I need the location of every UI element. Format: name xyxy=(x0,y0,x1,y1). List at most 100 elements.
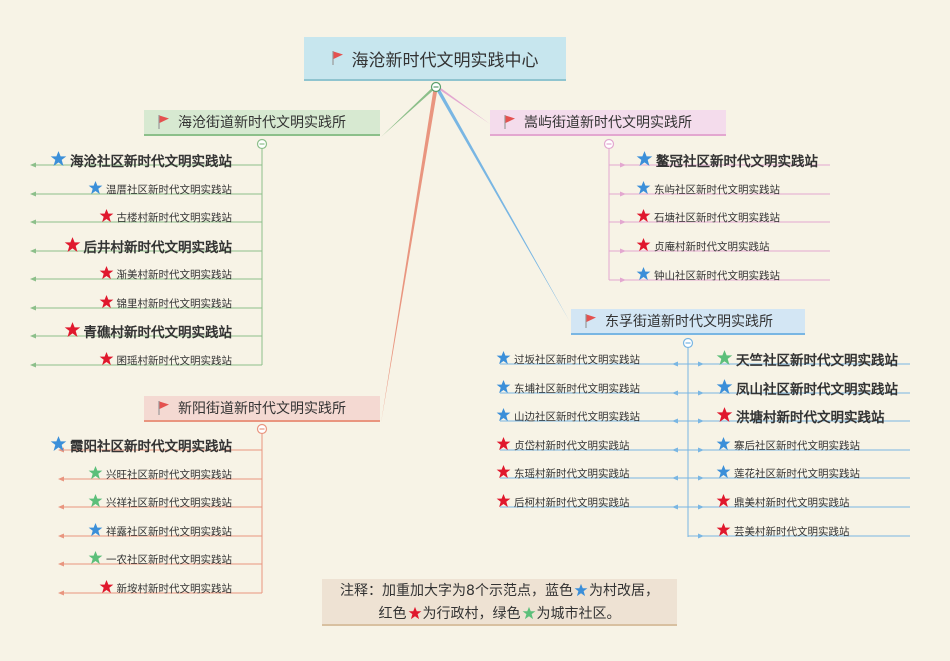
station-label: 兴祥社区新时代文明实践站 xyxy=(106,496,232,509)
station-item[interactable]: 凤山社区新时代文明实践站 xyxy=(716,378,898,398)
arrow-head xyxy=(698,447,704,453)
station-label: 山边社区新时代文明实践站 xyxy=(514,410,640,423)
branch-songyu[interactable]: 嵩屿街道新时代文明实践所 xyxy=(490,110,726,136)
station-item[interactable]: 一农社区新时代文明实践站 xyxy=(88,550,232,567)
blue-star-icon xyxy=(88,522,103,540)
red-star-icon xyxy=(64,321,81,342)
arrow-head xyxy=(698,361,704,367)
station-item[interactable]: 钟山社区新时代文明实践站 xyxy=(636,266,780,284)
station-item[interactable]: 海沧社区新时代文明实践站 xyxy=(50,150,232,170)
station-item[interactable]: 兴旺社区新时代文明实践站 xyxy=(88,465,232,482)
green-star-icon xyxy=(88,493,103,511)
branch-dongfu[interactable]: 东孚街道新时代文明实践所 xyxy=(571,309,805,335)
red-flag-icon xyxy=(158,115,170,129)
red-star-icon xyxy=(99,208,114,226)
green-star-icon xyxy=(522,606,536,627)
blue-star-icon xyxy=(716,464,731,482)
red-star-icon xyxy=(636,208,651,226)
station-label: 东屿社区新时代文明实践站 xyxy=(654,183,780,196)
green-star-icon xyxy=(716,349,733,370)
branch-xinyang[interactable]: 新阳街道新时代文明实践所 xyxy=(144,396,380,422)
blue-star-icon xyxy=(636,266,651,284)
collapse-minus-icon[interactable] xyxy=(256,138,268,150)
station-label: 莲花社区新时代文明实践站 xyxy=(734,467,860,480)
station-label: 海沧社区新时代文明实践站 xyxy=(70,154,232,170)
station-label: 一农社区新时代文明实践站 xyxy=(106,553,232,566)
station-label: 贞岱村新时代文明实践站 xyxy=(514,439,630,452)
arrow-head xyxy=(698,390,704,396)
arrow-head xyxy=(672,361,678,367)
station-item[interactable]: 东瑶村新时代文明实践站 xyxy=(496,464,630,482)
red-star-icon xyxy=(496,464,511,482)
collapse-minus-icon[interactable] xyxy=(430,81,442,93)
station-item[interactable]: 兴祥社区新时代文明实践站 xyxy=(88,493,232,511)
station-item[interactable]: 鼎美村新时代文明实践站 xyxy=(716,493,850,511)
station-item[interactable]: 渐美村新时代文明实践站 xyxy=(99,265,233,282)
branch-haicang[interactable]: 海沧街道新时代文明实践所 xyxy=(144,110,380,136)
station-item[interactable]: 过坂社区新时代文明实践站 xyxy=(496,350,640,367)
station-item[interactable]: 祥露社区新时代文明实践站 xyxy=(88,522,232,540)
station-item[interactable]: 鳌冠社区新时代文明实践站 xyxy=(636,150,818,170)
legend-note: 注释：加重加大字为8个示范点，蓝色为村改居，红色为行政村，绿色为城市社区。 xyxy=(322,579,677,626)
red-star-icon xyxy=(716,493,731,511)
station-item[interactable]: 霞阳社区新时代文明实践站 xyxy=(50,435,232,455)
branch-title: 东孚街道新时代文明实践所 xyxy=(605,314,773,330)
arrow-head xyxy=(672,475,678,481)
station-item[interactable]: 新垵村新时代文明实践站 xyxy=(99,579,232,596)
collapse-minus-icon[interactable] xyxy=(603,138,615,150)
arrow-head xyxy=(58,590,64,596)
blue-star-icon xyxy=(88,180,103,198)
red-star-icon xyxy=(64,236,81,257)
arrow-head xyxy=(30,248,36,254)
arrow-head xyxy=(30,305,36,311)
station-item[interactable]: 山边社区新时代文明实践站 xyxy=(496,407,640,424)
station-item[interactable]: 温厝社区新时代文明实践站 xyxy=(88,180,232,198)
station-item[interactable]: 东屿社区新时代文明实践站 xyxy=(636,180,780,197)
arrow-head xyxy=(58,504,64,510)
station-item[interactable]: 贞庵村新时代文明实践站 xyxy=(636,237,770,254)
note-text-2: 为村改居，红色 xyxy=(378,583,659,622)
arrow-head xyxy=(58,533,64,539)
station-item[interactable]: 锦里村新时代文明实践站 xyxy=(99,294,233,311)
station-label: 石塘社区新时代文明实践站 xyxy=(654,211,780,224)
station-item[interactable]: 洪塘村新时代文明实践站 xyxy=(716,406,885,426)
red-star-icon xyxy=(496,493,511,511)
station-item[interactable]: 后井村新时代文明实践站 xyxy=(64,236,232,257)
arrow-head xyxy=(30,219,36,225)
branch-title: 海沧街道新时代文明实践所 xyxy=(178,115,346,131)
red-star-icon xyxy=(716,406,733,427)
station-item[interactable]: 囷瑶村新时代文明实践站 xyxy=(99,351,232,368)
station-label: 芸美村新时代文明实践站 xyxy=(734,525,850,538)
arrow-head xyxy=(30,162,36,168)
station-item[interactable]: 天竺社区新时代文明实践站 xyxy=(716,349,898,369)
station-item[interactable]: 莲花社区新时代文明实践站 xyxy=(716,464,860,482)
station-item[interactable]: 古楼村新时代文明实践站 xyxy=(99,208,233,226)
station-label: 锦里村新时代文明实践站 xyxy=(116,297,233,310)
station-item[interactable]: 青礁村新时代文明实践站 xyxy=(64,321,233,342)
station-item[interactable]: 后柯村新时代文明实践站 xyxy=(496,493,630,511)
blue-star-icon xyxy=(50,150,67,171)
collapse-minus-icon[interactable] xyxy=(682,337,694,349)
station-item[interactable]: 东埔社区新时代文明实践站 xyxy=(496,379,640,397)
branch-connector xyxy=(434,86,570,322)
arrow-head xyxy=(30,333,36,339)
station-label: 渐美村新时代文明实践站 xyxy=(116,268,233,281)
collapse-minus-icon[interactable] xyxy=(256,423,268,435)
station-label: 古楼村新时代文明实践站 xyxy=(116,211,233,224)
red-flag-icon xyxy=(585,314,597,328)
station-item[interactable]: 石塘社区新时代文明实践站 xyxy=(636,208,780,226)
station-label: 青礁村新时代文明实践站 xyxy=(83,325,233,341)
blue-star-icon xyxy=(496,379,511,397)
station-label: 温厝社区新时代文明实践站 xyxy=(106,183,232,196)
blue-star-icon xyxy=(716,378,733,399)
center-topic[interactable]: 海沧新时代文明实践中心 xyxy=(304,37,566,81)
station-label: 贞庵村新时代文明实践站 xyxy=(654,240,770,253)
branch-connector xyxy=(381,86,438,137)
station-item[interactable]: 芸美村新时代文明实践站 xyxy=(716,522,850,539)
arrow-head xyxy=(698,475,704,481)
blue-star-icon xyxy=(574,583,588,604)
branch-connector xyxy=(381,86,438,423)
station-item[interactable]: 寨后社区新时代文明实践站 xyxy=(716,436,860,453)
station-item[interactable]: 贞岱村新时代文明实践站 xyxy=(496,436,630,453)
station-label: 东瑶村新时代文明实践站 xyxy=(514,467,630,480)
